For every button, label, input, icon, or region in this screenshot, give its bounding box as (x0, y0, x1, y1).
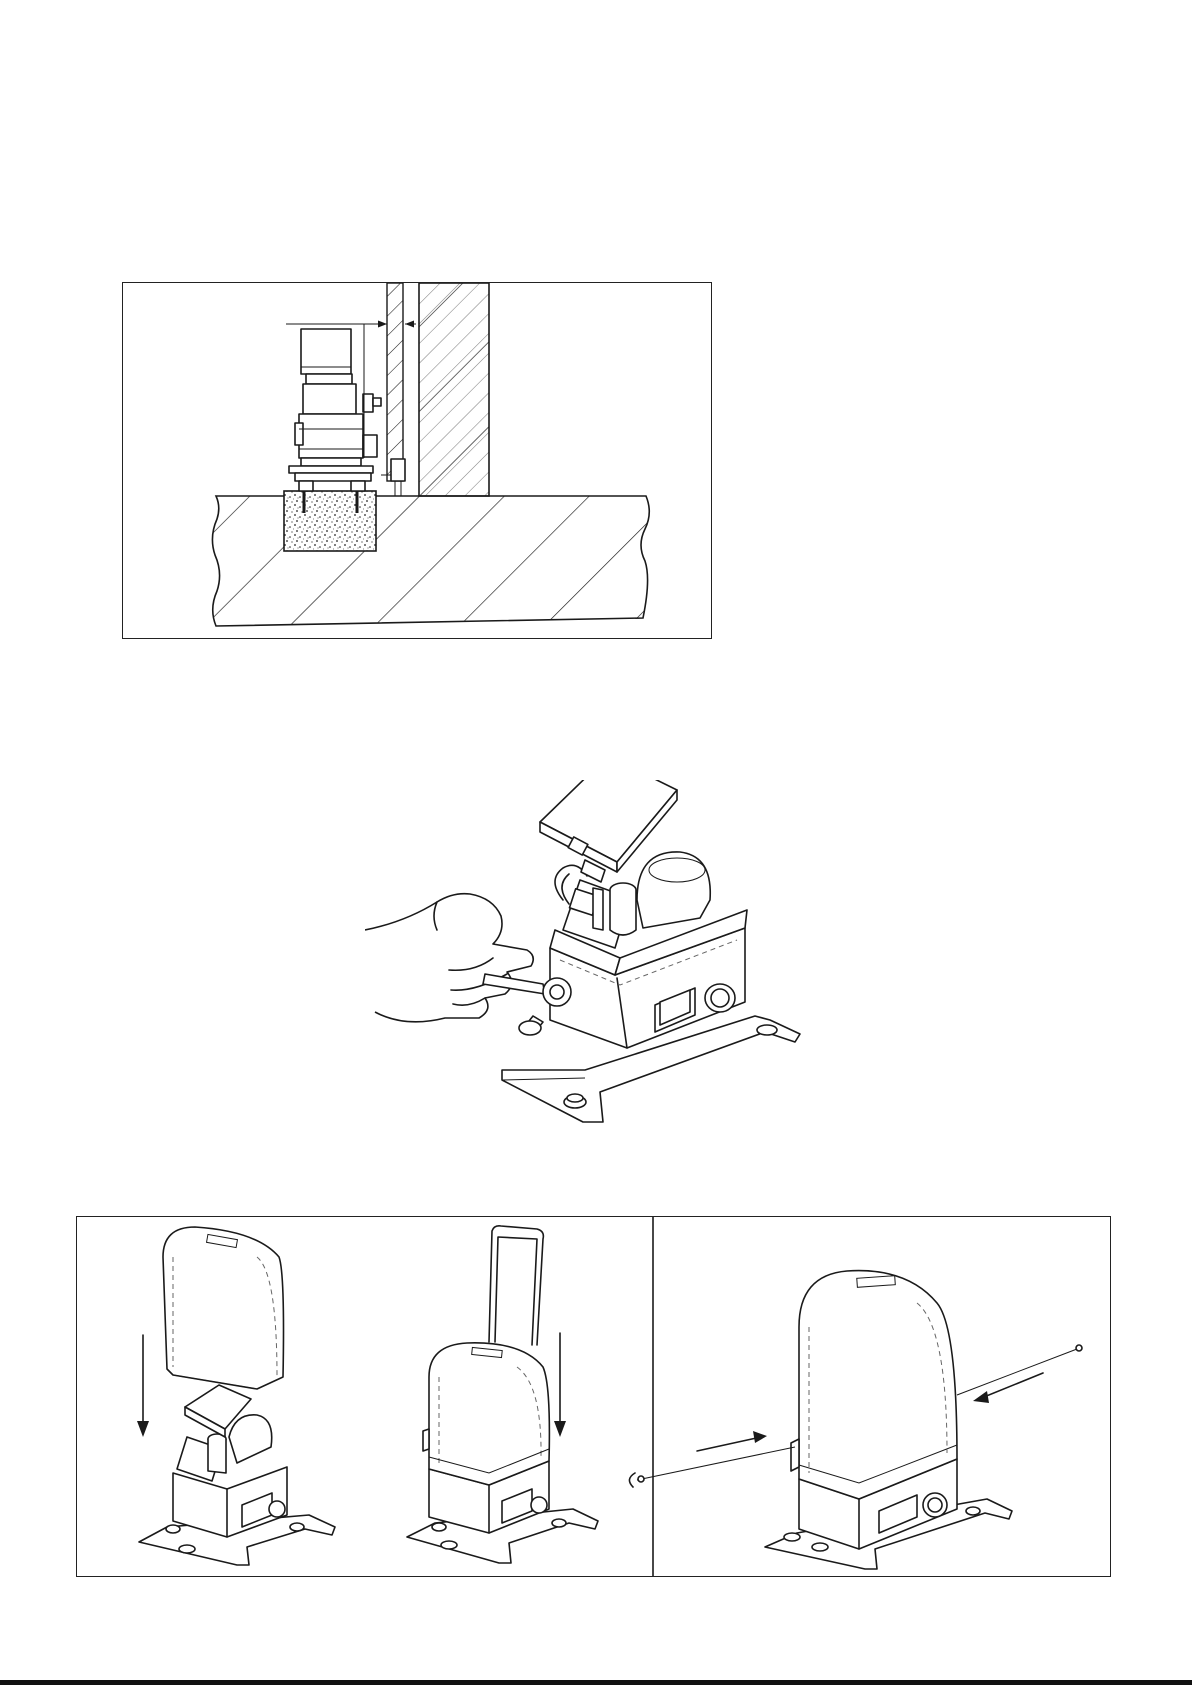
cover-fitting-svg (77, 1217, 1110, 1576)
motor-unit-side-view (289, 329, 381, 513)
rack-bracket (391, 459, 405, 481)
step-insert-screws (629, 1271, 1082, 1569)
hand (365, 894, 533, 1022)
step-fit-cover (407, 1226, 598, 1563)
step-lower-cover (137, 1227, 335, 1565)
bolt-tightening-svg (365, 780, 815, 1130)
ground-section (212, 496, 649, 626)
foundation-section-drawing (122, 282, 712, 639)
foundation-section-svg (123, 283, 711, 638)
cover-installed (799, 1271, 957, 1499)
cover-fitting-panel (76, 1216, 1111, 1577)
cover-housing (163, 1227, 284, 1389)
page-bottom-rule (0, 1680, 1192, 1685)
gate-leaf (387, 283, 403, 481)
bolt-tightening-illustration (365, 780, 815, 1130)
motor-dome (637, 852, 710, 928)
